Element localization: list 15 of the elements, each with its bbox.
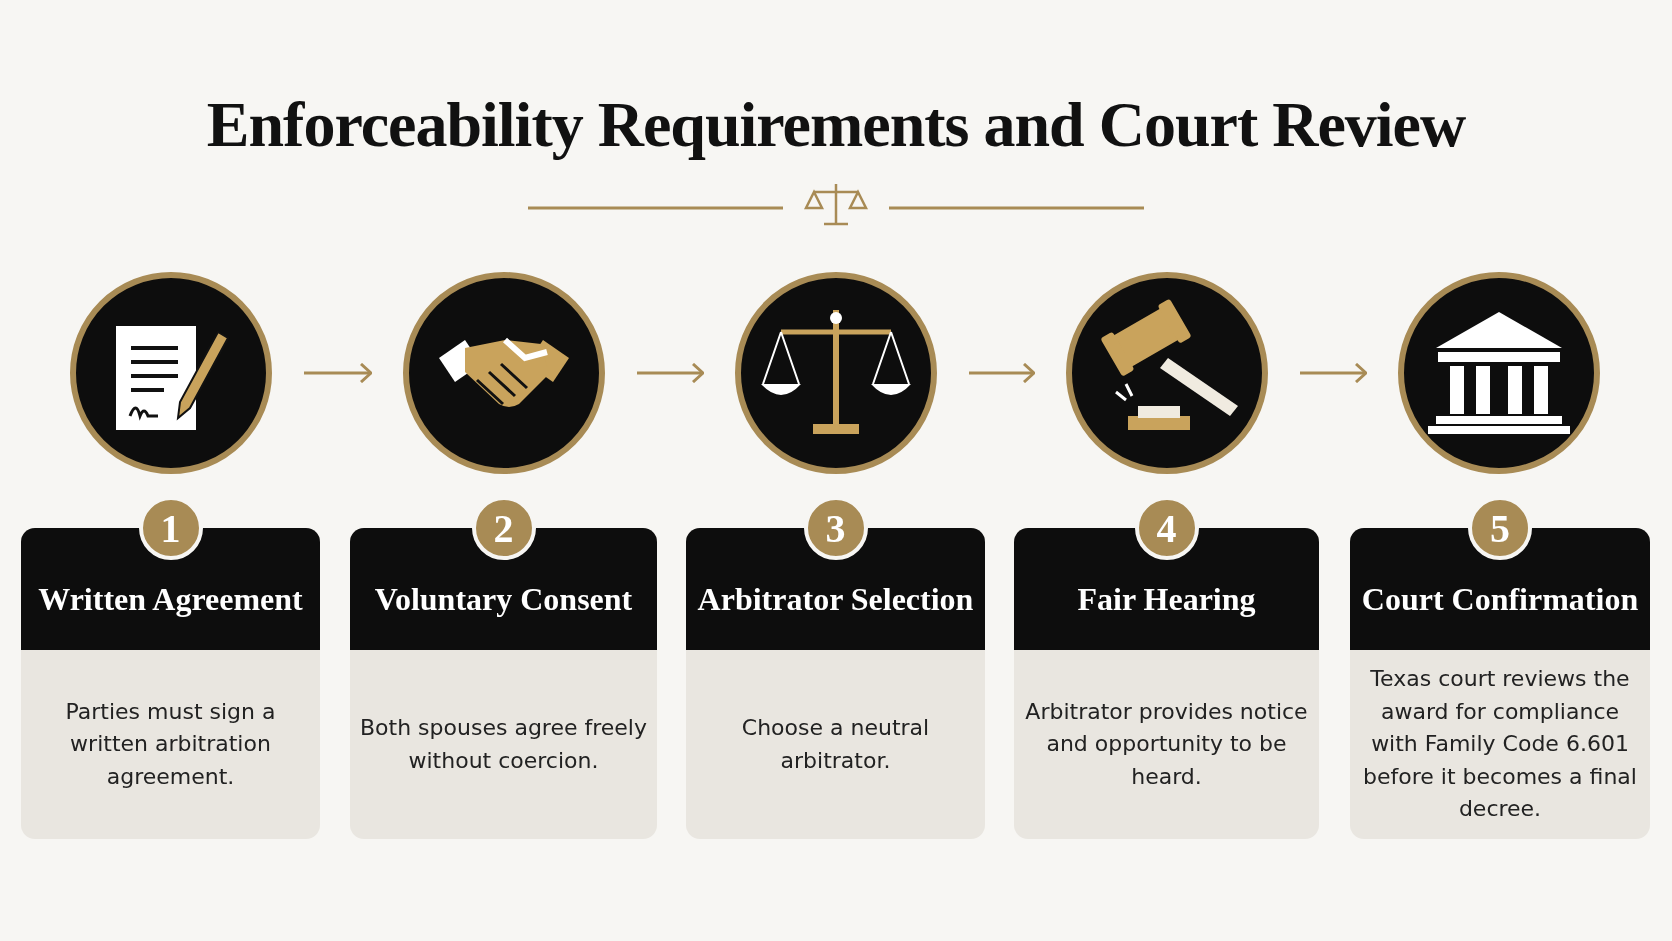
arrow: [304, 362, 373, 384]
step-title: Fair Hearing: [1076, 580, 1257, 617]
step-title: Written Agreement: [37, 580, 304, 617]
step-description: Arbitrator provides notice and opportunity to be heard.: [1024, 697, 1309, 791]
step-title: Court Confirmation: [1360, 580, 1640, 617]
diagram-title: Enforceability Requirements and Court Review: [205, 88, 1467, 162]
step-title: Voluntary Consent: [373, 580, 634, 617]
step-description: Both spouses agree freely without coercion.: [360, 713, 647, 775]
arrow: [1300, 362, 1368, 384]
arrow: [637, 362, 705, 384]
step-title: Arbitrator Selection: [696, 580, 975, 617]
step-description: Texas court reviews the award for compliance with Family Code 6.601 before it becomes a final decree.: [1362, 665, 1638, 824]
step-description: Choose a neutral arbitrator.: [740, 713, 931, 775]
arrow: [969, 362, 1036, 384]
step-description: Parties must sign a written arbitration agreement.: [64, 697, 277, 791]
